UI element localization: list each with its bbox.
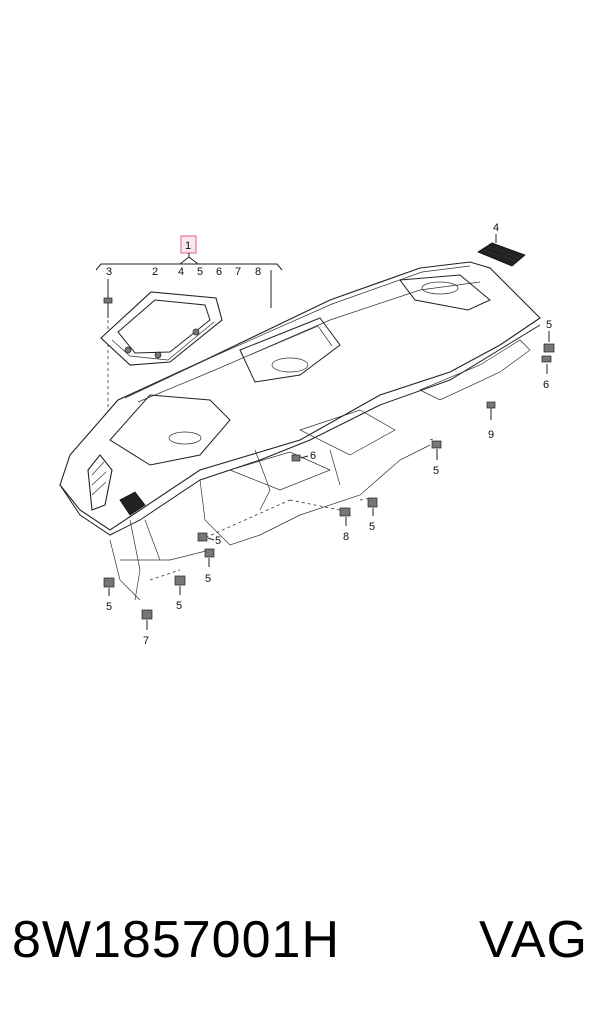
dashboard-panel [59, 261, 541, 601]
label-bolt-right: 9 [488, 429, 494, 441]
clip-icon [291, 454, 301, 462]
label-clip-right-top: 5 [546, 319, 552, 331]
clip-icon [339, 507, 351, 517]
clip-icon [367, 497, 378, 508]
group-label-3: 3 [106, 266, 112, 278]
label-clip-right-mid: 6 [543, 379, 549, 391]
group-label-2: 2 [152, 266, 158, 278]
group-label-6: 6 [216, 266, 222, 278]
callout-main-label: 1 [185, 240, 191, 252]
dashboard-exploded-diagram: 1 3 2 4 5 6 7 8 [59, 222, 555, 647]
callout-bracket [95, 253, 283, 271]
group-label-7: 7 [235, 266, 241, 278]
leader-center-5b [207, 537, 215, 541]
label-clip-center-6: 6 [310, 450, 316, 462]
label-clip-left-5a: 5 [205, 573, 211, 585]
label-bracket-7: 7 [143, 635, 149, 647]
label-vent-top: 4 [493, 222, 499, 234]
brand-label: VAG [479, 911, 588, 969]
group-label-5: 5 [197, 266, 203, 278]
display-frame-icon [100, 291, 223, 366]
label-clip-left-5c: 5 [106, 601, 112, 613]
bolt-icon [486, 401, 496, 420]
clip-icon [543, 343, 555, 353]
bracket-icon [141, 609, 153, 620]
label-clip-center-5a: 5 [369, 521, 375, 533]
part-number: 8W1857001H [12, 911, 340, 969]
group-label-4: 4 [178, 266, 184, 278]
label-clip-center-8: 8 [343, 531, 349, 543]
screw-icon [103, 279, 113, 318]
clip-icon [204, 548, 215, 558]
label-clip-center-5b: 5 [215, 535, 221, 547]
group-label-8: 8 [255, 266, 261, 278]
footer: 8W1857001H VAG [0, 895, 600, 985]
vent-grille-icon [477, 242, 526, 267]
label-clip-right-low: 5 [433, 465, 439, 477]
label-clip-left-5b: 5 [176, 600, 182, 612]
clip-icon [197, 532, 208, 542]
clip-icon [103, 577, 115, 588]
clip-icon [431, 440, 442, 449]
clip-icon [541, 355, 552, 363]
clip-icon [174, 575, 186, 586]
leader-center-6 [300, 455, 309, 459]
